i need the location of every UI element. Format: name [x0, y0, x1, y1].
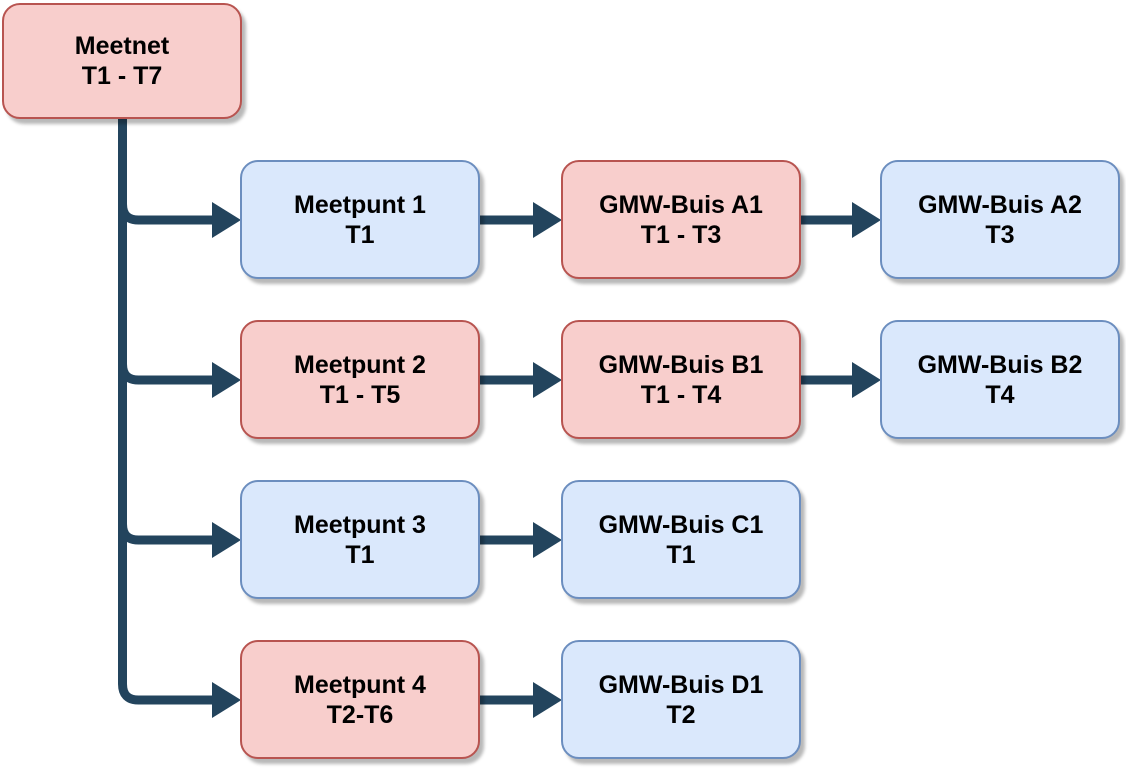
edge-meetpunt-2-gmw-buis-b1	[479, 362, 562, 398]
edge-meetnet-meetpunt-4	[118, 116, 241, 718]
node-title: GMW-Buis A2	[918, 190, 1082, 219]
edge-gmw-buis-b1-gmw-buis-b2	[800, 362, 881, 398]
edge-meetnet-meetpunt-1	[118, 116, 241, 238]
node-gmw-buis-c1: GMW-Buis C1 T1	[561, 480, 801, 599]
node-title: GMW-Buis D1	[598, 670, 764, 699]
node-meetpunt-3: Meetpunt 3 T1	[240, 480, 480, 599]
edge-meetpunt-3-gmw-buis-c1	[479, 522, 562, 558]
node-period: T1	[345, 220, 375, 249]
node-gmw-buis-a1: GMW-Buis A1 T1 - T3	[561, 160, 801, 279]
node-period: T4	[985, 380, 1015, 409]
node-title: Meetnet	[74, 32, 170, 60]
node-period: T1 - T5	[319, 380, 401, 409]
node-period: T1	[345, 540, 375, 569]
node-meetpunt-2: Meetpunt 2 T1 - T5	[240, 320, 480, 439]
node-gmw-buis-b2: GMW-Buis B2 T4	[880, 320, 1120, 439]
edge-gmw-buis-a1-gmw-buis-a2	[800, 202, 881, 238]
edge-meetnet-meetpunt-2	[118, 116, 241, 398]
edge-meetpunt-4-gmw-buis-d1	[479, 682, 562, 718]
node-period: T2-T6	[326, 700, 394, 729]
node-title: GMW-Buis B1	[598, 350, 764, 379]
node-period: T1 - T3	[640, 220, 722, 249]
node-period: T2	[666, 700, 696, 729]
node-gmw-buis-b1: GMW-Buis B1 T1 - T4	[561, 320, 801, 439]
node-title: Meetpunt 4	[294, 670, 426, 699]
node-title: GMW-Buis B2	[917, 350, 1083, 379]
node-period: T1 - T7	[81, 62, 163, 90]
node-meetpunt-4: Meetpunt 4 T2-T6	[240, 640, 480, 759]
node-gmw-buis-a2: GMW-Buis A2 T3	[880, 160, 1120, 279]
node-title: Meetpunt 2	[294, 350, 426, 379]
node-meetnet: Meetnet T1 - T7	[2, 3, 242, 119]
node-title: GMW-Buis C1	[598, 510, 764, 539]
node-meetpunt-1: Meetpunt 1 T1	[240, 160, 480, 279]
node-title: Meetpunt 1	[294, 190, 426, 219]
edge-meetpunt-1-gmw-buis-a1	[479, 202, 562, 238]
node-gmw-buis-d1: GMW-Buis D1 T2	[561, 640, 801, 759]
node-title: GMW-Buis A1	[599, 190, 763, 219]
node-period: T3	[985, 220, 1015, 249]
node-title: Meetpunt 3	[294, 510, 426, 539]
edge-meetnet-meetpunt-3	[118, 116, 241, 558]
node-period: T1	[666, 540, 696, 569]
node-period: T1 - T4	[640, 380, 722, 409]
